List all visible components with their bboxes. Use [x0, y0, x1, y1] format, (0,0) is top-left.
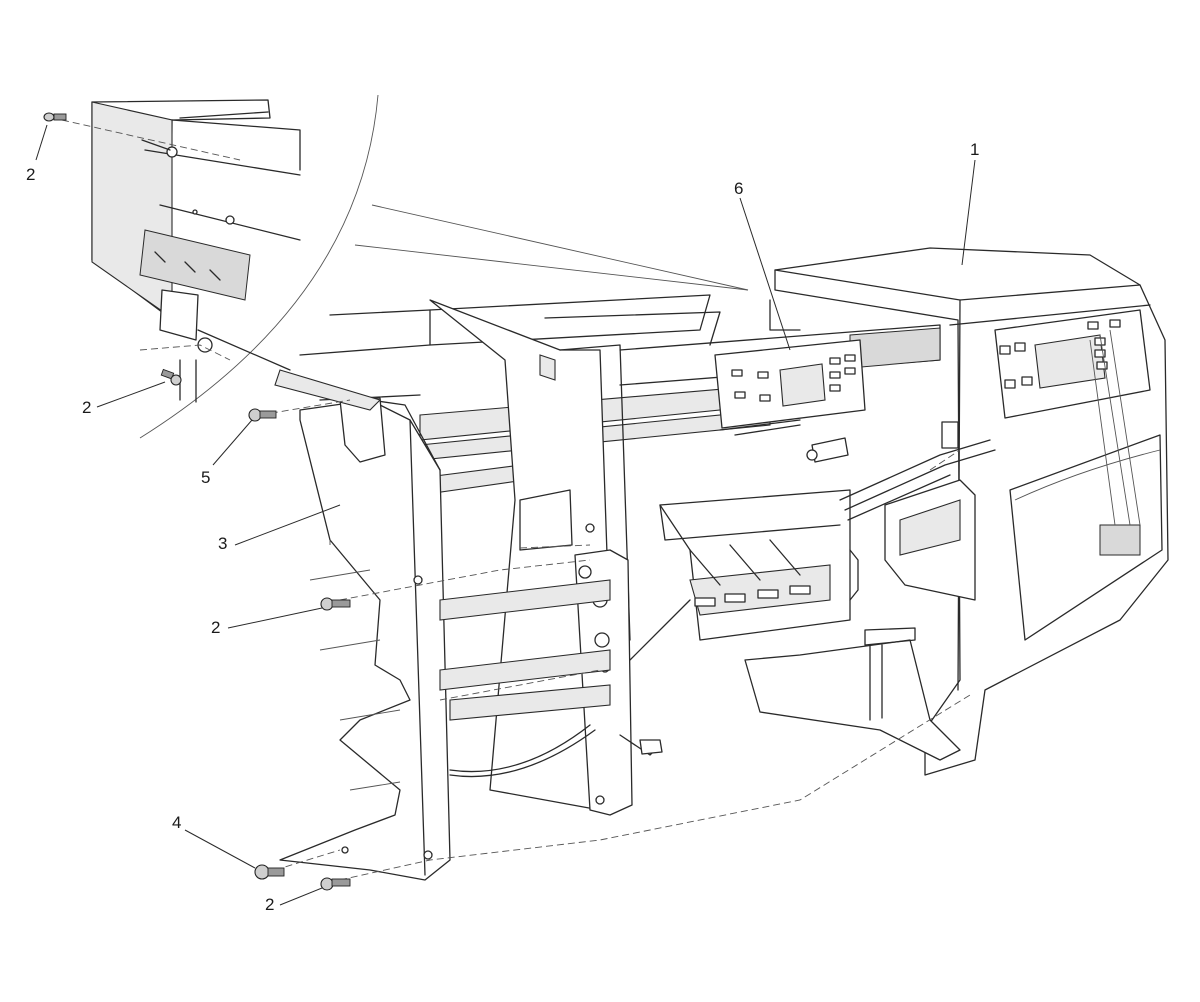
screw-icon	[254, 864, 285, 880]
callout-1: 1	[970, 140, 979, 159]
callout-5: 5	[201, 468, 210, 487]
callout-2-mid: 2	[82, 398, 91, 417]
callout-2-left: 2	[211, 618, 220, 637]
control-panel-part-6	[714, 339, 866, 436]
screw-icon	[248, 408, 277, 422]
rods	[439, 579, 691, 778]
callout-3: 3	[218, 534, 227, 553]
callout-6: 6	[734, 179, 743, 198]
screw-icon	[320, 597, 351, 611]
inner-bracket	[519, 489, 633, 816]
callout-2-top: 2	[26, 165, 35, 184]
callout-2-bottom: 2	[265, 895, 274, 914]
left-end-frame-part-3	[274, 369, 451, 881]
screw-icon	[43, 112, 67, 122]
callout-4: 4	[172, 813, 181, 832]
panel-buttons	[999, 319, 1121, 389]
leader-lines	[35, 124, 976, 906]
screw-icon	[43, 112, 351, 891]
center-frame	[429, 299, 996, 811]
detail-inset	[61, 94, 749, 439]
screw-icon	[320, 877, 351, 891]
screw-icon	[160, 368, 182, 386]
callouts: 1 6 2 2 5 3 2 4 2	[26, 140, 979, 914]
